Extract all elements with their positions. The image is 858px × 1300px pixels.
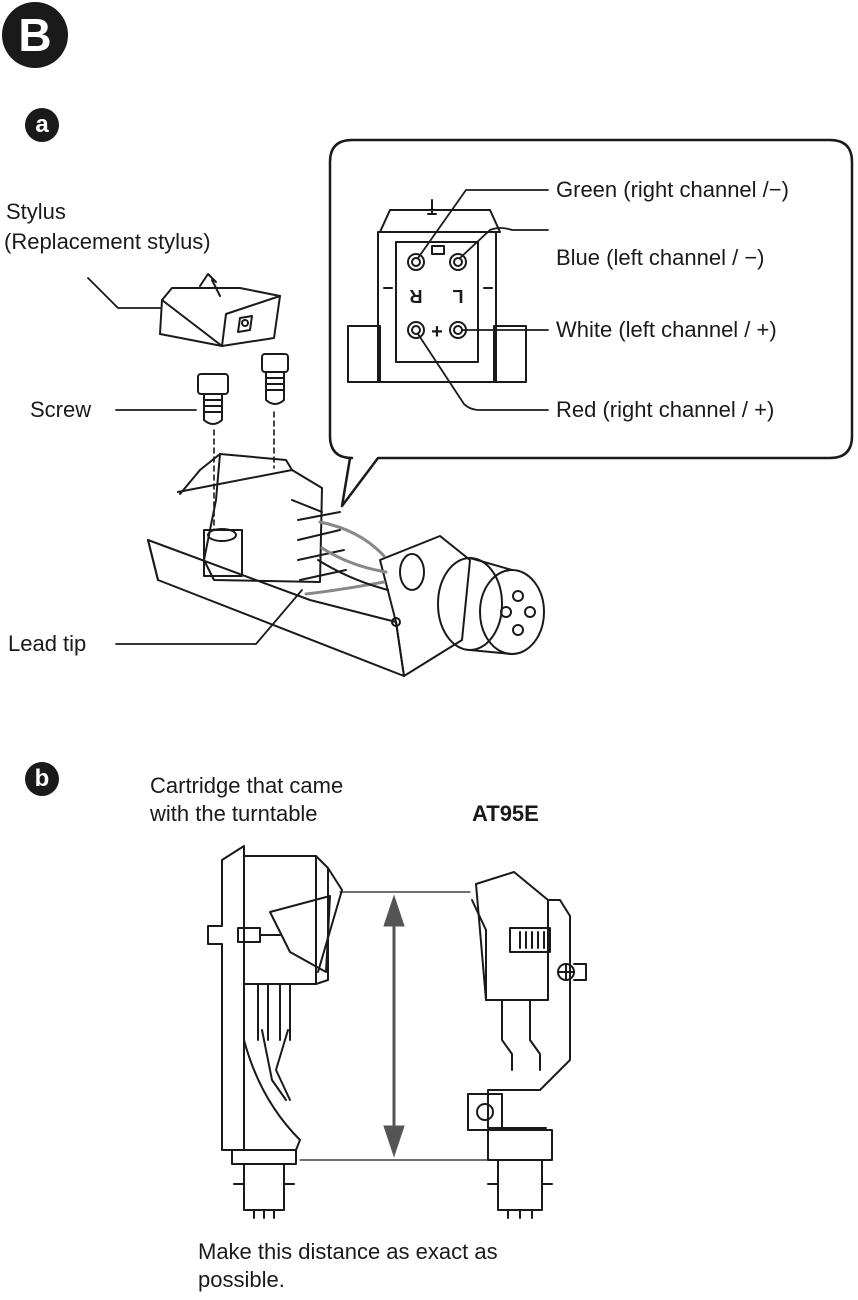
distance-note-line1: Make this distance as exact as <box>198 1239 498 1264</box>
distance-note-line2: possible. <box>198 1267 285 1292</box>
section-b-badge: B <box>2 2 68 68</box>
at95e-side-view <box>467 871 587 1219</box>
red-wire-label: Red (right channel / +) <box>556 397 775 422</box>
at95e-caption: AT95E <box>472 801 539 826</box>
part-a-badge: a <box>25 108 59 142</box>
screw-right-drawing <box>261 353 289 405</box>
lead-wires <box>304 520 389 596</box>
callout-bubble <box>328 138 854 508</box>
leader-red <box>417 333 549 411</box>
distance-arrow <box>383 894 405 1158</box>
leader-stylus <box>87 277 161 309</box>
headshell-drawing <box>147 453 545 677</box>
stylus-drawing <box>159 273 281 347</box>
stylus-label: Stylus <box>6 199 66 224</box>
pin-r-label: R <box>410 286 423 306</box>
white-wire-label: White (left channel / +) <box>556 317 777 342</box>
leader-lead-tip <box>115 589 303 645</box>
green-wire-label: Green (right channel /−) <box>556 177 789 202</box>
screw-left-drawing <box>197 373 229 425</box>
part-b-badge: b <box>25 762 59 796</box>
blue-wire-label: Blue (left channel / −) <box>556 245 765 270</box>
screw-label: Screw <box>30 397 92 422</box>
replacement-stylus-label: (Replacement stylus) <box>4 229 211 254</box>
leader-green <box>417 189 549 259</box>
left-caption-line2: with the turntable <box>150 801 318 826</box>
left-caption-line1: Cartridge that came <box>150 773 344 798</box>
lead-tip-label: Lead tip <box>8 631 87 656</box>
pin-plus-label: + <box>431 321 443 343</box>
leader-blue <box>459 227 549 259</box>
pin-l-label: L <box>453 286 464 306</box>
left-cartridge-side-view <box>207 845 343 1219</box>
